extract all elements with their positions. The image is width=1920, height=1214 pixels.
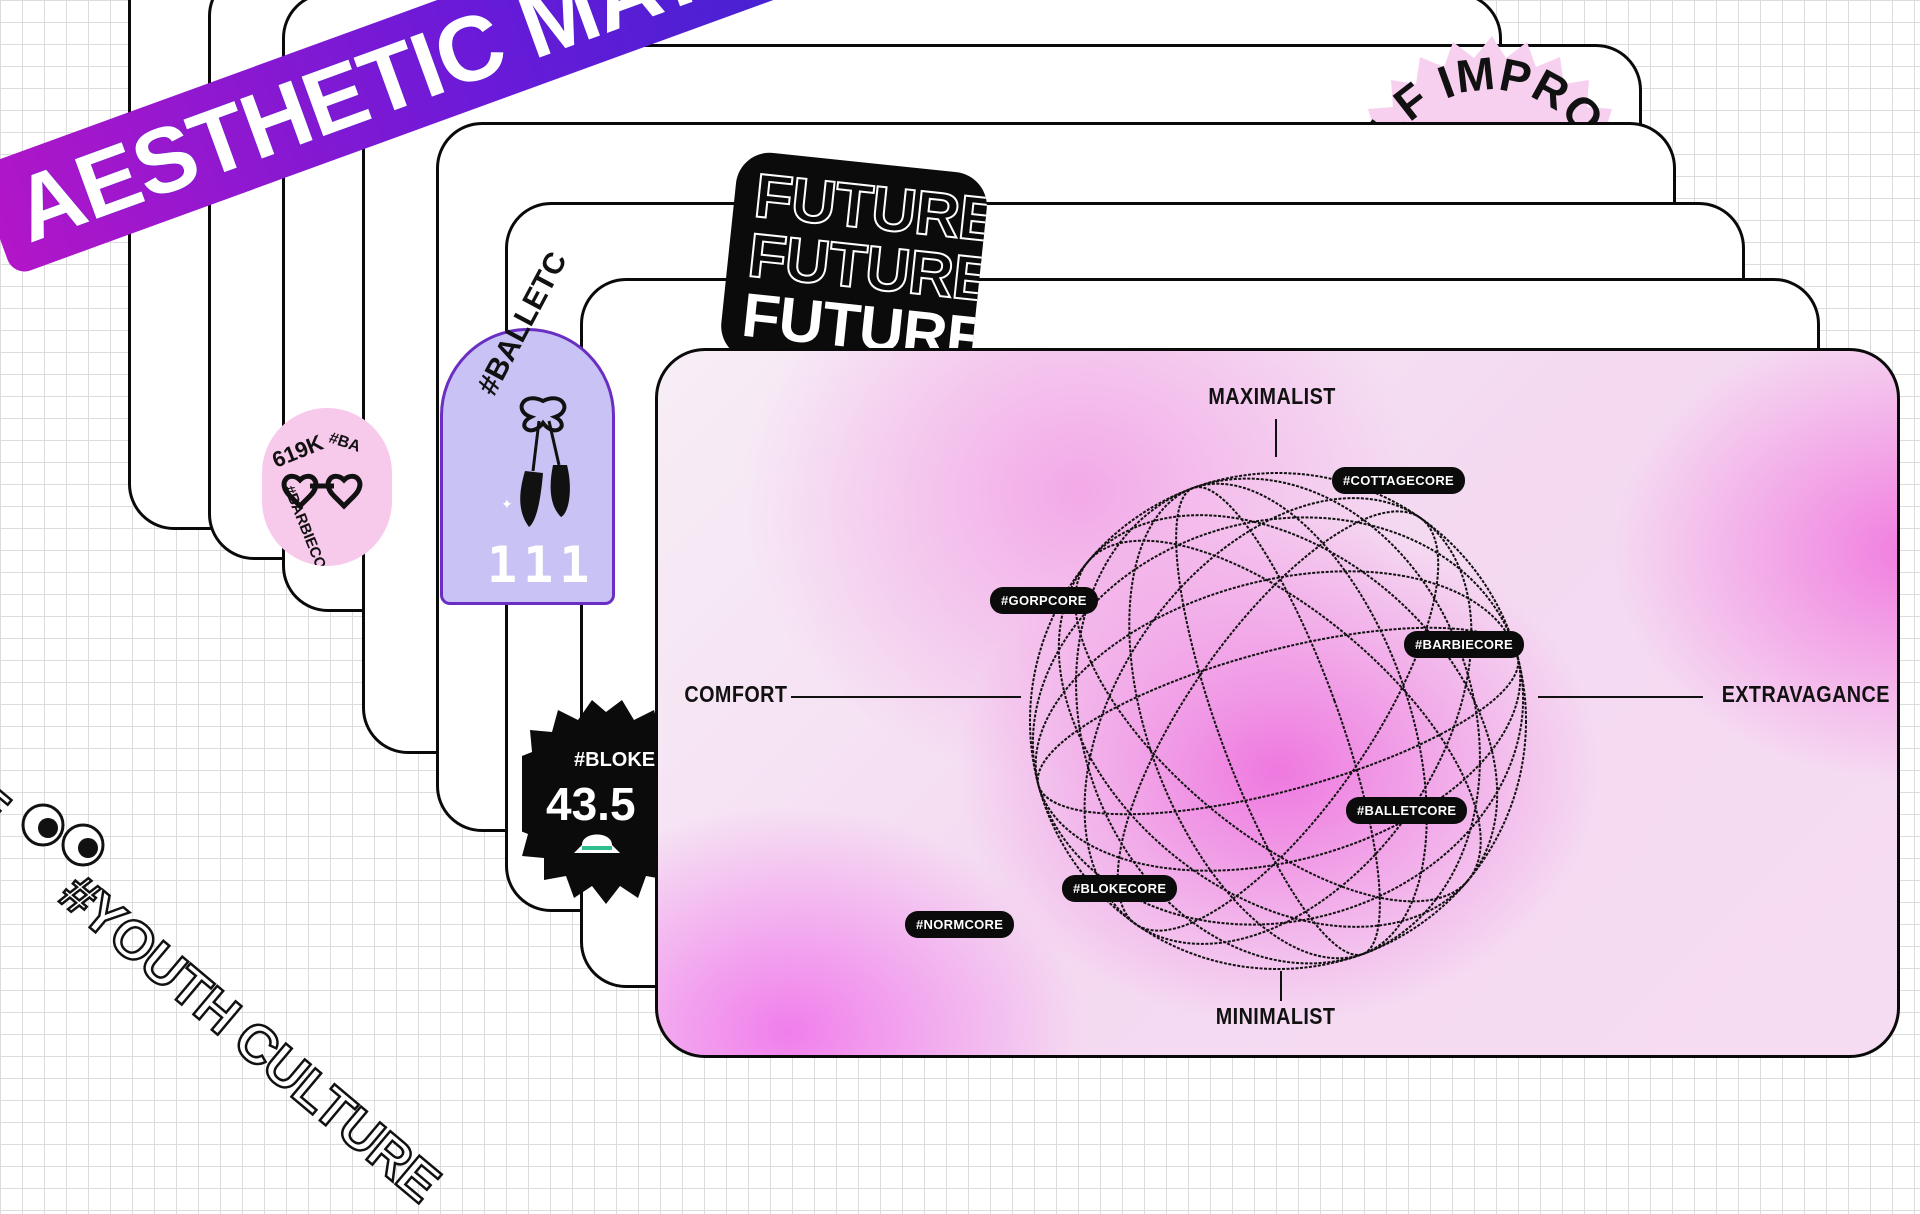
tag-cottagecore: #COTTAGECORE (1332, 467, 1465, 494)
barbiecore-sticker: 619K #BA #BARBIECORE (262, 408, 392, 566)
svg-text:✦: ✦ (503, 496, 513, 512)
bucket-hat-icon (574, 834, 620, 853)
axis-label-minimalist: MINIMALIST (1215, 1003, 1336, 1029)
eyes-icon (18, 800, 108, 875)
axis-label-maximalist: MAXIMALIST (1208, 383, 1336, 409)
tag-blokecore: #BLOKECORE (1062, 875, 1178, 902)
youth-culture-text: #YOUTH CULTURE (48, 862, 452, 1214)
ballet-shoes-icon: ✦ (503, 396, 570, 527)
blokecore-sticker: #BLOKECO 43.5 (504, 700, 708, 910)
tag-barbiecore: #BARBIECORE (1404, 631, 1524, 658)
heart-glasses-icon (281, 473, 363, 510)
axis-line-right (1538, 696, 1703, 698)
barbie-tag-top: #BA (327, 430, 363, 456)
ballet-number: 111 (487, 536, 596, 594)
tag-balletcore: #BALLETCORE (1346, 797, 1468, 824)
axis-label-comfort: COMFORT (684, 681, 788, 707)
axis-line-left (791, 696, 1021, 698)
tag-gorpcore: #GORPCORE (990, 587, 1098, 614)
tag-normcore: #NORMCORE (905, 911, 1015, 938)
wireframe-globe-icon (1029, 472, 1527, 970)
bloke-number: 43.5 (546, 778, 636, 830)
axis-label-extravagance: EXTRAVAGANCE (1721, 681, 1890, 707)
aesthetic-matrix-card: MAXIMALIST MINIMALIST COMFORT EXTRAVAGAN… (655, 348, 1900, 1058)
balletcore-sticker: #BALLETC ✦ 111 (440, 247, 615, 605)
axis-line-top (1275, 419, 1277, 457)
barbie-count: 619K (269, 430, 327, 473)
axis-line-bottom (1280, 971, 1282, 1001)
